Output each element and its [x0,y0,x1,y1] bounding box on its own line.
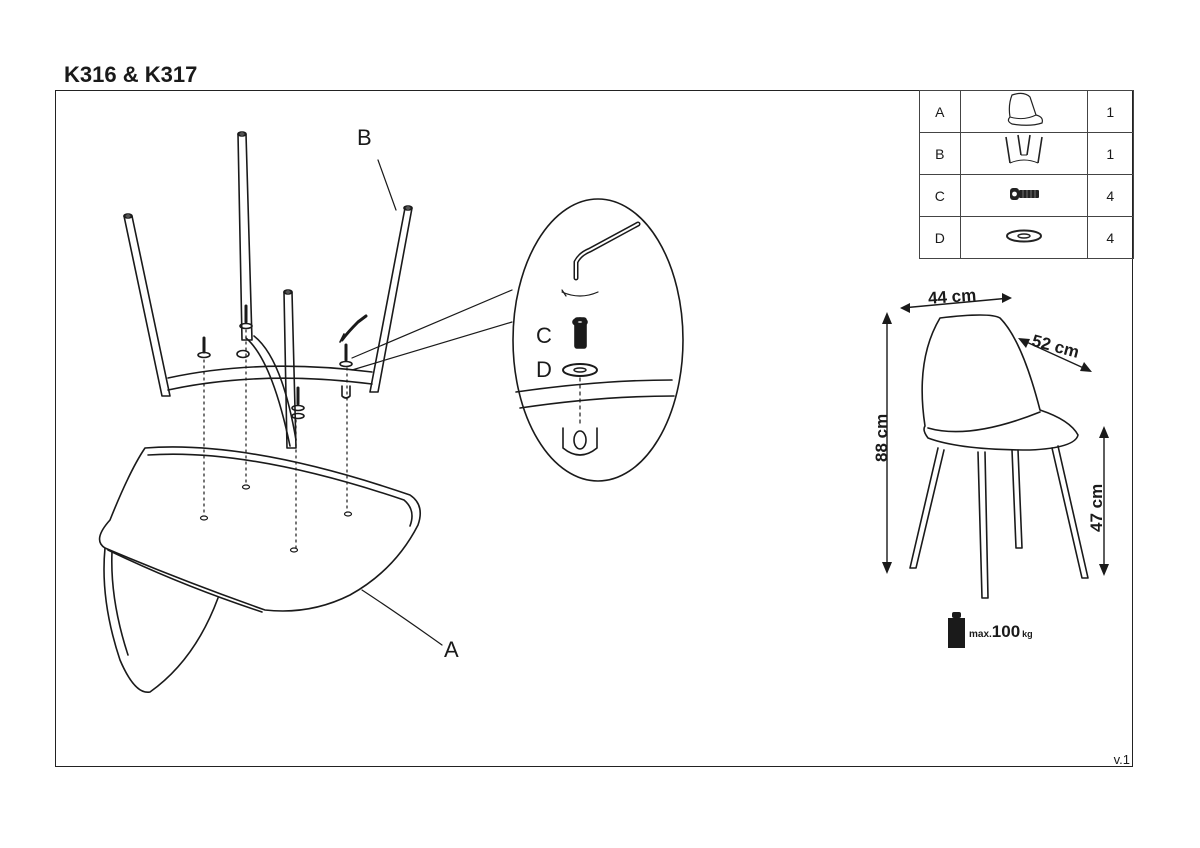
dimension-height: 88 cm [872,414,891,462]
label-seat: A [444,637,459,662]
version-label: v.1 [1113,752,1130,767]
seat-shell [98,446,421,693]
diagram-frame [55,90,1133,767]
max-load-unit: kg [1022,629,1033,639]
arrow-heads [882,293,1109,576]
parts-row: D 4 [919,216,1135,259]
label-bolt: C [536,323,552,348]
part-letter: A [919,90,961,133]
page-title: K316 & K317 [64,62,198,87]
weight-icon [948,612,965,648]
washer-icon [959,216,1088,259]
zoom-leader [351,289,513,371]
dimension-arrows [886,297,1105,573]
leader-line [361,589,443,646]
label-washer: D [536,357,552,382]
max-load-prefix: max. [969,629,992,640]
parts-row: C 4 [919,174,1135,217]
parts-row: A 1 [919,90,1135,133]
leg-frame [123,131,413,449]
frame-bolts [197,304,368,420]
leader-line [377,159,397,211]
label-legs: B [357,125,372,150]
part-qty: 1 [1086,90,1135,133]
part-qty: 4 [1086,174,1135,217]
max-load-value: 100 [992,622,1020,641]
parts-table: A 1 B 1 C 4 D [919,90,1135,259]
dimension-depth: 52 cm [1030,331,1081,362]
part-qty: 4 [1086,216,1135,259]
part-qty: 1 [1086,132,1135,175]
part-letter: B [919,132,961,175]
leg-frame-icon [959,132,1088,175]
assembly-lines [203,329,348,551]
seat-holes [199,484,353,553]
dimension-seat-height: 47 cm [1087,484,1106,532]
chair-dimension-view [909,314,1089,599]
detail-callout [512,198,684,482]
dimension-width: 44 cm [927,286,976,308]
bolt-icon [959,174,1088,217]
parts-row: B 1 [919,132,1135,175]
part-letter: D [919,216,961,259]
